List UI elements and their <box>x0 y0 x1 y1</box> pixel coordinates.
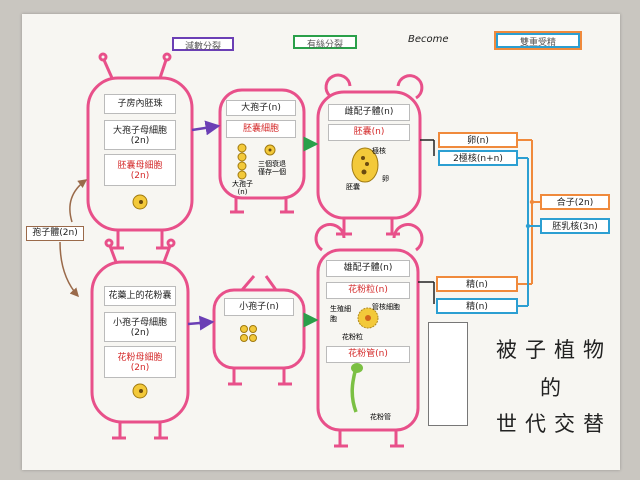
egg-result: 卵(n) <box>438 132 518 148</box>
legend-meiosis: 減數分裂 <box>172 37 234 52</box>
microspore-mother-label: 小孢子母細胞 (2n) <box>104 312 176 342</box>
megaspore-note-ploidy: (n) <box>237 188 248 196</box>
embryo-sac-mother-name: 胚囊母細胞 <box>117 161 163 171</box>
fertilization-teal <box>518 157 540 307</box>
embryo-sac-label: 胚囊(n) <box>328 124 410 141</box>
robot-microspore <box>212 275 306 386</box>
arrow-sporophyte-to-anther <box>59 241 80 298</box>
title-line-2: 的 <box>540 376 569 400</box>
poster-paper <box>22 14 620 470</box>
robot-male-gametophyte <box>314 223 424 448</box>
megaspore-note: 大孢子 (n) <box>232 180 253 196</box>
megaspore-note-label: 大孢子 <box>232 180 253 188</box>
megaspore-mother-name: 大孢子母細胞 <box>112 126 167 136</box>
megaspore-mother-label: 大孢子母細胞 (2n) <box>104 120 176 150</box>
degenerate-note-line-2: 僅存一個 <box>258 168 286 176</box>
fertilization-orange <box>518 139 540 285</box>
sperm-result-1: 精(n) <box>436 276 518 292</box>
arrow-sporophyte-to-ovule <box>69 179 88 223</box>
zygote-result: 合子(2n) <box>540 194 610 210</box>
generative-cell-callout: 生殖細胞 <box>330 305 351 323</box>
sperm-result-2: 精(n) <box>436 298 518 314</box>
pollen-grain-label: 花粉粒(n) <box>326 282 410 299</box>
degenerate-note: 三個衰退 僅存一個 <box>258 160 286 176</box>
polar-nuclei-result: 2極核(n+n) <box>438 150 518 166</box>
tube-cell-callout: 管核細胞 <box>372 303 400 311</box>
polar-nuclei-callout: 極核 <box>372 147 386 155</box>
robot-ovule <box>86 52 194 250</box>
robot-anther <box>90 238 190 440</box>
legend-become: Become <box>408 34 449 45</box>
arrow-meiosis-top <box>191 120 221 136</box>
microspore-mother-ploidy: (2n) <box>130 328 150 338</box>
pollen-tube-caption: 花粉管 <box>370 413 391 421</box>
male-gametophyte-label: 雄配子體(n) <box>326 260 410 277</box>
anther-label: 花藥上的花粉囊 <box>104 286 176 306</box>
microspore-mother-name: 小孢子母細胞 <box>112 318 167 328</box>
embryo-sac-mother-ploidy: (2n) <box>130 171 150 181</box>
embryo-sac-mother-label: 胚囊母細胞 (2n) <box>104 154 176 186</box>
legend-mitosis: 有絲分裂 <box>293 35 357 50</box>
pollen-mother-name: 花粉母細胞 <box>117 353 163 363</box>
pollen-mother-ploidy: (2n) <box>130 363 150 373</box>
microspore-label: 小孢子(n) <box>224 298 294 316</box>
megaspore-label: 大孢子(n) <box>226 100 296 116</box>
degenerate-note-line-1: 三個衰退 <box>258 160 286 168</box>
endosperm-result: 胚乳核(3n) <box>540 218 610 234</box>
ovary-ovule-label: 子房內胚珠 <box>104 94 176 114</box>
pollen-grain-callout: 花粉粒 <box>342 333 363 341</box>
pollen-mother-label: 花粉母細胞 (2n) <box>104 346 176 378</box>
title-line-1: 被子植物 <box>496 338 612 362</box>
blank-box <box>428 322 468 426</box>
sporophyte-label: 孢子體(2n) <box>26 226 84 241</box>
legend-double-fertilization: 雙重受精 <box>496 33 580 48</box>
title-line-3: 世代交替 <box>496 412 612 436</box>
megaspore-mother-ploidy: (2n) <box>130 136 150 146</box>
become-lines <box>418 139 435 304</box>
egg-callout: 卵 <box>382 175 389 183</box>
embryo-sac-callout: 胚囊 <box>346 183 360 191</box>
pollen-tube-label: 花粉管(n) <box>326 346 410 363</box>
embryo-sac-cell-label: 胚囊細胞 <box>226 120 296 138</box>
female-gametophyte-label: 雌配子體(n) <box>328 104 410 121</box>
arrow-meiosis-bottom <box>187 315 215 331</box>
cell-illustrations <box>132 143 379 413</box>
